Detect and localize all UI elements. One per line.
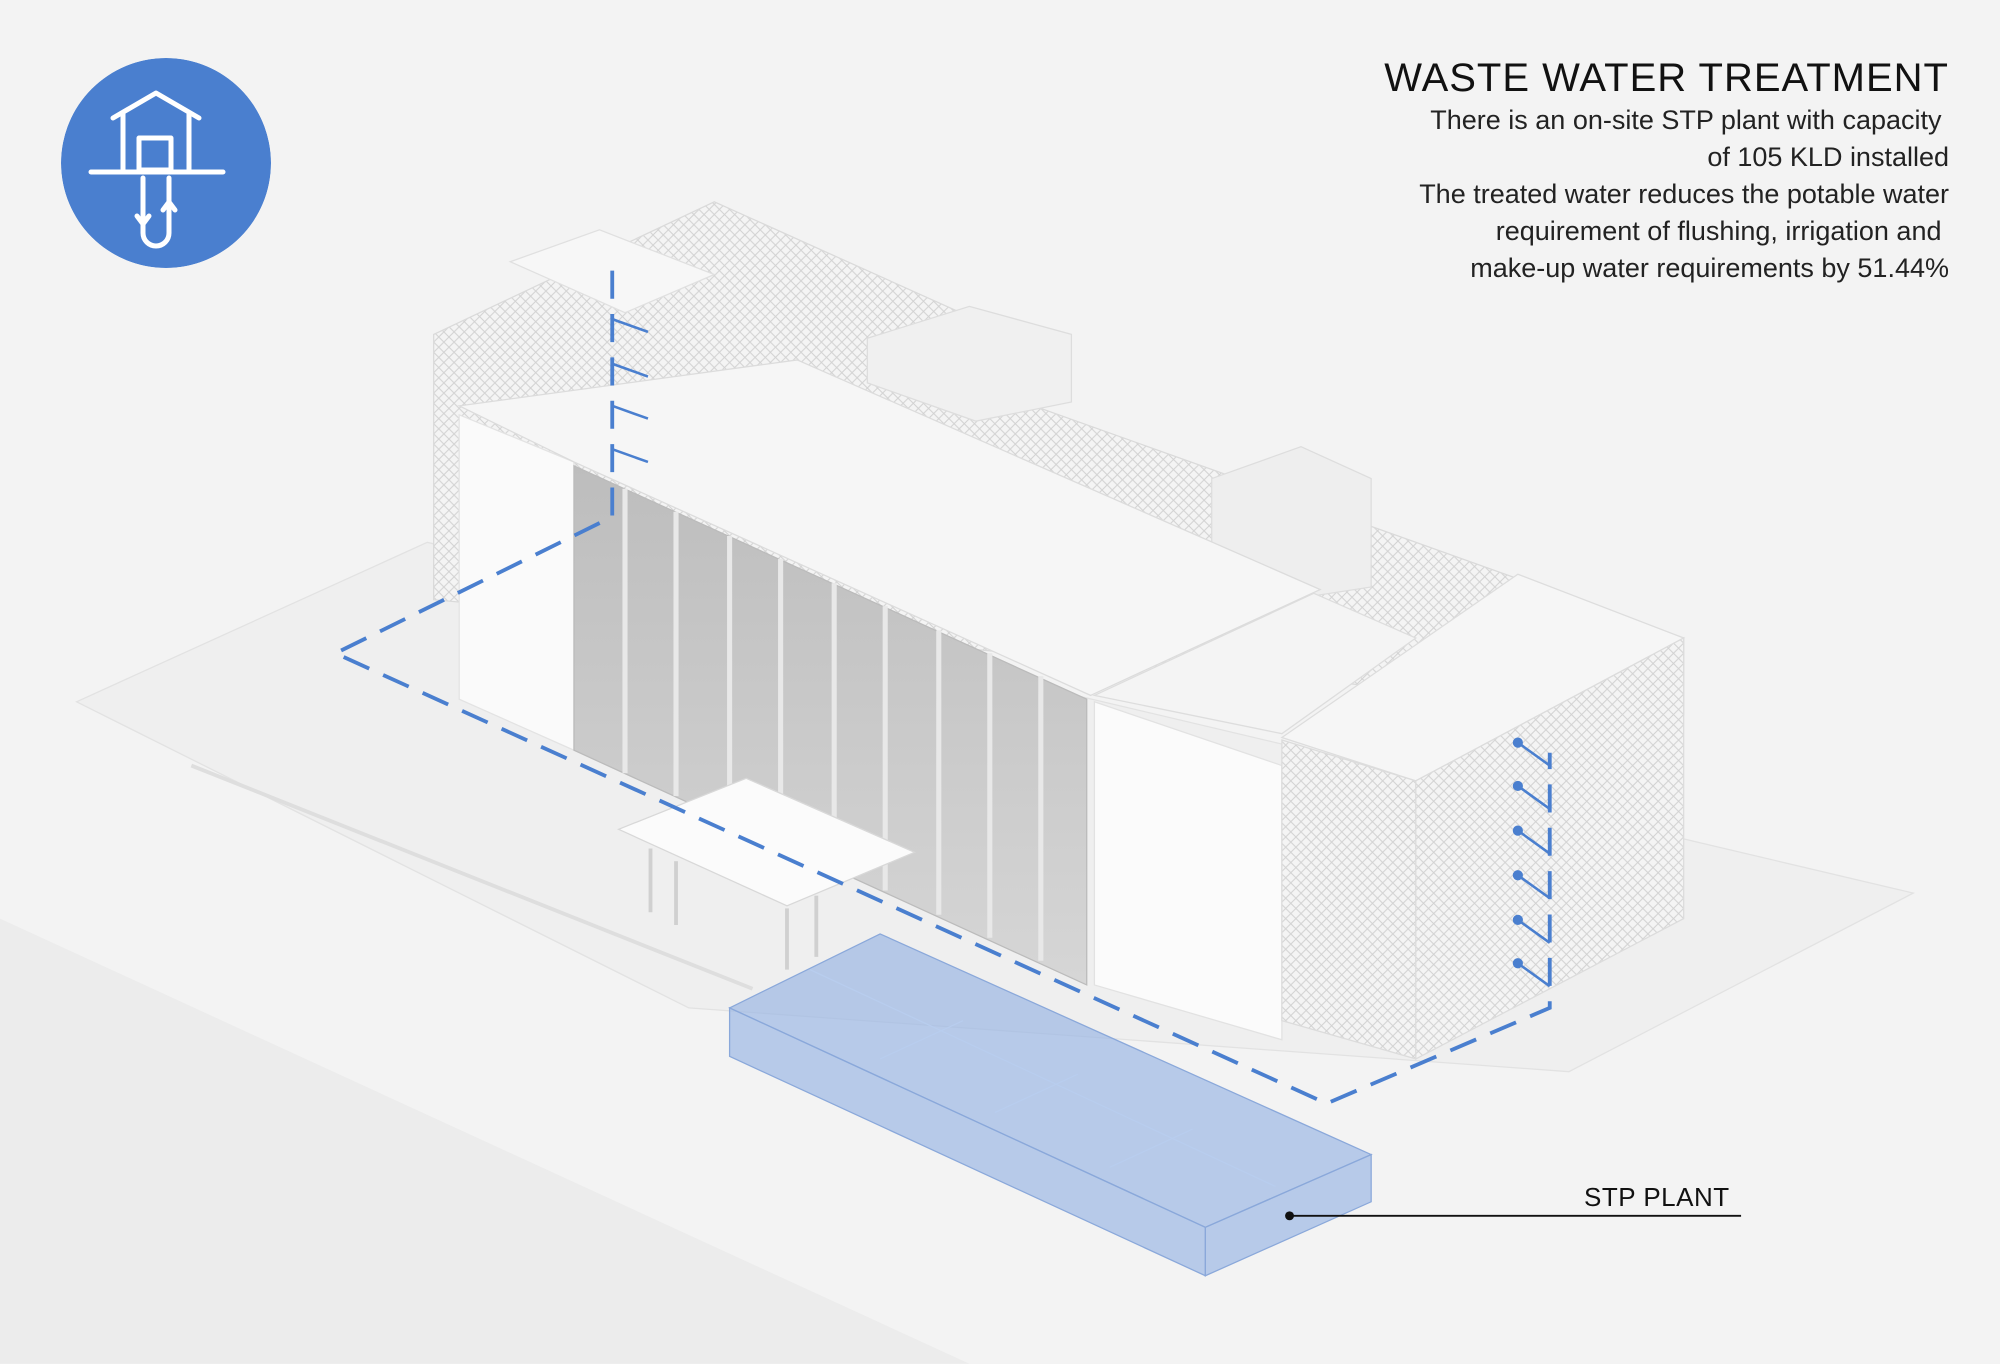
stp-plant-label: STP PLANT [1584, 1182, 1730, 1212]
sewage-pipe-network [330, 270, 1552, 1106]
screen-cube-front [1281, 739, 1417, 1060]
description-line: make-up water requirements by 51.44% [1470, 253, 1949, 283]
description-line: There is an on-site STP plant with capac… [1430, 105, 1949, 135]
pipe-branches-left [611, 317, 649, 464]
stp-tank [728, 933, 1373, 1277]
ground-plane [0, 918, 970, 1364]
main-roof [457, 359, 1322, 697]
description-line: of 105 KLD installed [1707, 142, 1949, 172]
pipe-branches-right [1512, 737, 1551, 988]
right-wing-face [1093, 700, 1283, 1041]
entrance-canopy [616, 777, 917, 970]
page-title: WASTE WATER TREATMENT [1384, 56, 1949, 100]
stp-leader-line [1285, 1211, 1742, 1221]
description-line: requirement of flushing, irrigation and [1495, 216, 1949, 246]
info-panel: WASTE WATER TREATMENT There is an on-sit… [1384, 54, 1949, 287]
right-wing-top [1092, 592, 1418, 735]
glass-facade [573, 464, 1088, 986]
description-line: The treated water reduces the potable wa… [1419, 179, 1949, 209]
site-edge [190, 763, 754, 991]
roof-box [866, 305, 1073, 422]
house-water-loop-icon [61, 58, 271, 268]
